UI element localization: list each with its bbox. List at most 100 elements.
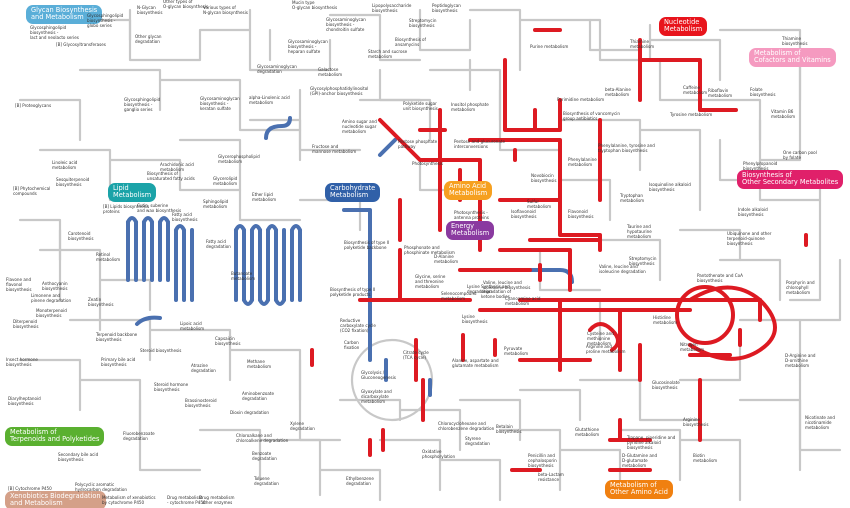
pathway-label[interactable]: Nicotinate and nicotinamide metabolism (805, 415, 835, 430)
pathway-label[interactable]: Pyruvate metabolism (504, 346, 529, 356)
pathway-label[interactable]: Inositol phosphate metabolism (451, 102, 489, 112)
pathway-label[interactable]: Taurine and hypotaurine metabolism (627, 224, 652, 239)
pathway-label[interactable]: Flavone and flavonol biosynthesis (6, 277, 32, 292)
pathway-label[interactable]: Indole alkaloid biosynthesis (738, 207, 768, 217)
category-terpenoids[interactable]: Metabolism of Terpenoids and Polyketides (5, 427, 105, 446)
pathway-label[interactable]: Monoterpenoid biosynthesis (36, 308, 67, 318)
pathway-label[interactable]: Glycerophospholipid metabolism (218, 154, 260, 164)
pathway-label[interactable]: Biosynthesis of type II polyketide backb… (344, 240, 390, 250)
pathway-label[interactable]: D-Glutamine and D-glutamate metabolism (622, 453, 658, 468)
pathway-label[interactable]: Glycosaminoglycan degradation (257, 64, 297, 74)
pathway-label[interactable]: Ubiquinone and other terpenoid-quinone b… (727, 231, 772, 246)
pathway-label[interactable]: beta-Alanine metabolism (605, 87, 631, 97)
pathway-label[interactable]: Drug metabolism - cytochrome P450 (167, 495, 206, 505)
category-energy[interactable]: Energy Metabolism (446, 221, 495, 240)
pathway-label[interactable]: Aminobenzoate degradation (242, 391, 275, 401)
pathway-label[interactable]: Chlorocyclohexane and chlorobenzene degr… (438, 421, 495, 431)
pathway-label[interactable]: Phosphonate and phosphinate metabolism (404, 245, 455, 255)
pathway-label[interactable]: D-Arginine and D-ornithine metabolism (785, 353, 816, 368)
pathway-label[interactable]: Various types of N-glycan biosynthesis (203, 5, 248, 15)
pathway-label[interactable]: Pyrimidine metabolism (557, 97, 605, 102)
pathway-label[interactable]: [B] Phytochemical compounds (13, 186, 51, 196)
category-other-amino[interactable]: Metabolism of Other Amino Acid (605, 480, 673, 499)
pathway-label[interactable]: Capsaicin biosynthesis (215, 336, 241, 346)
pathway-label[interactable]: Histidine metabolism (653, 315, 678, 325)
pathway-label[interactable]: Peptidoglycan biosynthesis (432, 3, 461, 13)
pathway-label[interactable]: Penicillin and cephalosporin biosynthesi… (528, 453, 557, 468)
pathway-label[interactable]: Thiamine biosynthesis (782, 36, 808, 46)
pathway-label[interactable]: Insect hormone biosynthesis (6, 357, 38, 367)
pathway-label[interactable]: Glycosaminoglycan biosynthesis - heparan… (288, 39, 328, 54)
category-lipid[interactable]: Lipid Metabolism (108, 183, 157, 202)
pathway-label[interactable]: Arginine and proline metabolism (586, 344, 626, 354)
category-xenobiotics[interactable]: Xenobiotics Biodegradation and Metabolis… (5, 491, 106, 508)
pathway-label[interactable]: Fatty acid degradation (206, 239, 231, 249)
pathway-label[interactable]: Photosynthesis (412, 161, 443, 166)
pathway-label[interactable]: Diarylheptanoid biosynthesis (8, 396, 41, 406)
pathway-label[interactable]: Novobiocin biosynthesis (531, 173, 557, 183)
pathway-label[interactable]: Phenylalanine metabolism (568, 157, 597, 167)
pathway-label[interactable]: Isoflavonoid biosynthesis (511, 209, 537, 219)
pathway-label[interactable]: Styrene degradation (465, 436, 490, 446)
pathway-label[interactable]: Glycine, serine and threonine metabolism (415, 274, 446, 289)
pathway-label[interactable]: Amino sugar and nucleotide sugar metabol… (342, 119, 377, 134)
pathway-label[interactable]: Fructose and mannose metabolism (312, 144, 357, 154)
pathway-label[interactable]: Primary bile acid biosynthesis (101, 357, 136, 367)
pathway-label[interactable]: Selenocompound metabolism (441, 291, 477, 301)
pathway-label[interactable]: Lipoic acid metabolism (180, 321, 205, 331)
pathway-label[interactable]: Tyrosine metabolism (670, 112, 713, 117)
pathway-label[interactable]: Alanine, aspartate and glutamate metabol… (452, 358, 499, 368)
pathway-label[interactable]: Thiamine metabolism (630, 39, 655, 49)
pathway-label[interactable]: Purine metabolism (530, 44, 569, 49)
pathway-label[interactable]: Glycosaminoglycan biosynthesis - keratan… (200, 96, 240, 111)
pathway-label[interactable]: Dioxin degradation (230, 410, 269, 415)
pathway-label[interactable]: Benzoate degradation (252, 451, 277, 461)
pathway-label[interactable]: Porphyrin and chlorophyll metabolism (786, 280, 815, 295)
pathway-label[interactable]: Biotin metabolism (693, 453, 718, 463)
pathway-label[interactable]: Linoleic acid metabolism (52, 160, 78, 170)
pathway-label[interactable]: Sesquiterpenoid biosynthesis (56, 177, 90, 187)
pathway-label[interactable]: Riboflavin metabolism (708, 88, 733, 98)
pathway-label[interactable]: Lipopolysaccharide biosynthesis (372, 3, 412, 13)
pathway-label[interactable]: [B] Lipids biosynthesis proteins (103, 204, 150, 214)
pathway-label[interactable]: Glycosphingolipid biosynthesis - ganglio… (124, 97, 161, 112)
category-secondary[interactable]: Biosynthesis of Other Secondary Metaboli… (737, 170, 844, 189)
pathway-label[interactable]: Streptomycin biosynthesis (629, 256, 657, 266)
pathway-label[interactable]: Terpenoid backbone biosynthesis (96, 332, 138, 342)
pathway-label[interactable]: Cutin, suberine and wax biosynthesis (137, 203, 182, 213)
pathway-label[interactable]: Isoquinoline alkaloid biosynthesis (649, 182, 691, 192)
pathway-label[interactable]: Xylene degradation (290, 421, 315, 431)
pathway-label[interactable]: Citrate cycle (TCA cycle) (403, 350, 429, 360)
pathway-label[interactable]: Carotenoid biosynthesis (68, 231, 94, 241)
pathway-label[interactable]: Pentose phosphate pathway (398, 139, 438, 149)
pathway-label[interactable]: D-Alanine metabolism (434, 254, 459, 264)
pathway-label[interactable]: Tropane, piperidine and pyridine alkaloi… (627, 435, 676, 450)
pathway-label[interactable]: Atrazine degradation (191, 363, 216, 373)
category-carbohydrate[interactable]: Carbohydrate Metabolism (325, 183, 381, 202)
pathway-label[interactable]: Other types of O-glycan biosynthesis (163, 0, 209, 9)
pathway-label[interactable]: Biosynthesis of type II polyketide produ… (330, 287, 376, 297)
pathway-label[interactable]: [B] Proteoglycans (15, 103, 52, 108)
pathway-label[interactable]: Methane metabolism (247, 359, 272, 369)
pathway-label[interactable]: Glycosylphosphatidylinositol (GPI)-ancho… (310, 86, 369, 96)
pathway-label[interactable]: Arachidonic acid metabolism (160, 162, 194, 172)
pathway-label[interactable]: Glutathione metabolism (575, 427, 600, 437)
pathway-label[interactable]: beta-Lactam resistance (538, 472, 564, 482)
pathway-label[interactable]: [B] Glycosyltransferases (56, 42, 106, 47)
pathway-label[interactable]: Betalain biosynthesis (496, 424, 522, 434)
pathway-label[interactable]: Folate biosynthesis (750, 87, 776, 97)
pathway-label[interactable]: Secondary bile acid biosynthesis (58, 452, 99, 462)
pathway-label[interactable]: Phenylalanine, tyrosine and tryptophan b… (598, 143, 655, 153)
pathway-label[interactable]: Polycyclic aromatic hydrocarbon degradat… (75, 482, 128, 492)
pathway-label[interactable]: alpha-Linolenic acid metabolism (249, 95, 290, 105)
pathway-label[interactable]: Photosynthesis - antenna proteins (454, 210, 489, 220)
pathway-label[interactable]: N-Glycan biosynthesis (137, 5, 163, 15)
pathway-label[interactable]: Biosynthesis of ansamycins (395, 37, 426, 47)
category-amino-acid[interactable]: Amino Acid Metabolism (444, 181, 493, 200)
pathway-label[interactable]: Fatty acid biosynthesis (172, 212, 198, 222)
pathway-label[interactable]: Carbon fixation (344, 340, 360, 350)
pathway-label[interactable]: Valine, leucine and isoleucine degradati… (599, 264, 646, 274)
pathway-label[interactable]: Pentose and glucuronate interconversions (454, 139, 506, 149)
pathway-label[interactable]: Cysteine and methionine metabolism (587, 331, 614, 346)
pathway-label[interactable]: Polyketide sugar unit biosynthesis (403, 101, 438, 111)
